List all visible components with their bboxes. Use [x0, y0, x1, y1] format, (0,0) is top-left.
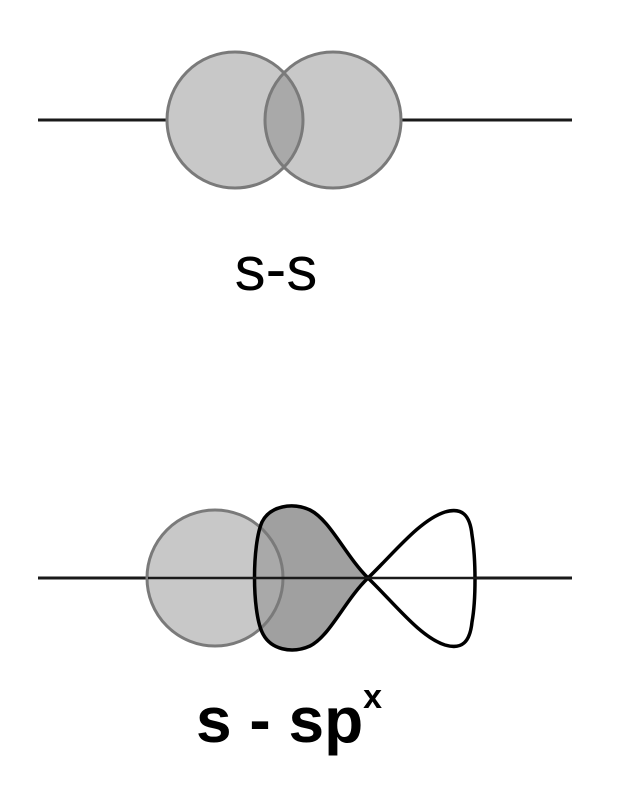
top-right-s-orbital: [265, 52, 401, 188]
top-right-s-outline: [263, 50, 403, 190]
bottom-label: s - spx: [196, 678, 382, 756]
s-spx-overlap-group: s - spx: [38, 504, 572, 756]
bottom-label-main: s - sp: [196, 684, 363, 756]
top-label: s-s: [235, 235, 318, 304]
s-s-overlap-group: s-s: [38, 50, 572, 304]
top-left-s-orbital: [167, 52, 303, 188]
bottom-label-superscript: x: [363, 678, 382, 716]
top-left-s-outline: [165, 50, 305, 190]
